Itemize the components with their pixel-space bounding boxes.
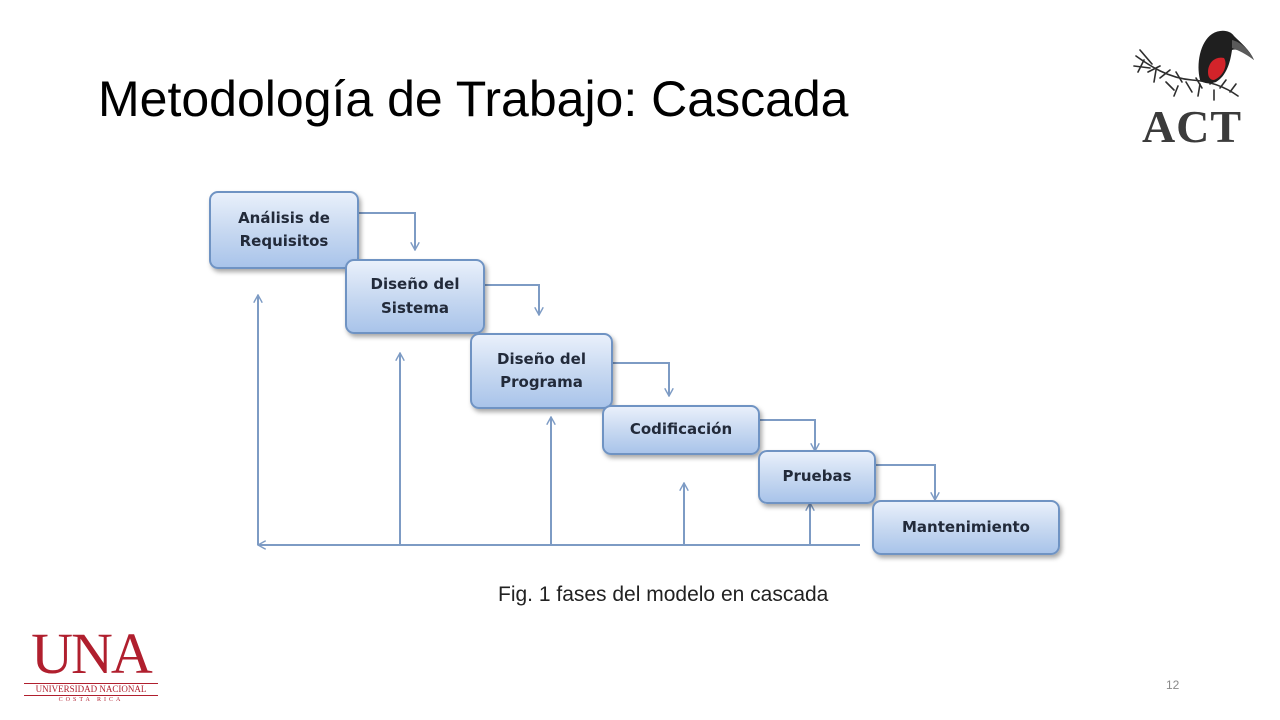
- act-logo: ACT: [1130, 20, 1254, 156]
- phase-analisis-requisitos: Análisis de Requisitos: [209, 191, 359, 269]
- figure-caption: Fig. 1 fases del modelo en cascada: [498, 583, 829, 606]
- forward-arrow-3: [611, 362, 669, 396]
- act-logo-text: ACT: [1141, 101, 1243, 152]
- forward-arrow-2: [484, 284, 539, 315]
- phase-diseno-sistema: Diseño del Sistema: [345, 259, 485, 334]
- forward-arrow-5: [876, 464, 935, 500]
- phase-pruebas: Pruebas: [758, 450, 876, 504]
- bird-on-branch-icon: [1133, 30, 1254, 101]
- phase-diseno-programa: Diseño del Programa: [470, 333, 613, 409]
- page-number: 12: [1166, 678, 1180, 692]
- una-logo-text: UNA: [31, 621, 153, 686]
- slide-title: Metodología de Trabajo: Cascada: [98, 71, 849, 127]
- diagram-connectors: [200, 212, 1070, 570]
- una-logo: UNA UNIVERSIDAD NACIONAL COSTA RICA: [24, 625, 158, 705]
- forward-arrow-4: [758, 419, 815, 451]
- phase-codificacion: Codificación: [602, 405, 760, 455]
- phase-mantenimiento: Mantenimiento: [872, 500, 1060, 555]
- una-logo-country: COSTA RICA: [58, 697, 124, 703]
- una-logo-subtitle: UNIVERSIDAD NACIONAL: [24, 683, 158, 696]
- forward-arrow-1: [357, 212, 415, 250]
